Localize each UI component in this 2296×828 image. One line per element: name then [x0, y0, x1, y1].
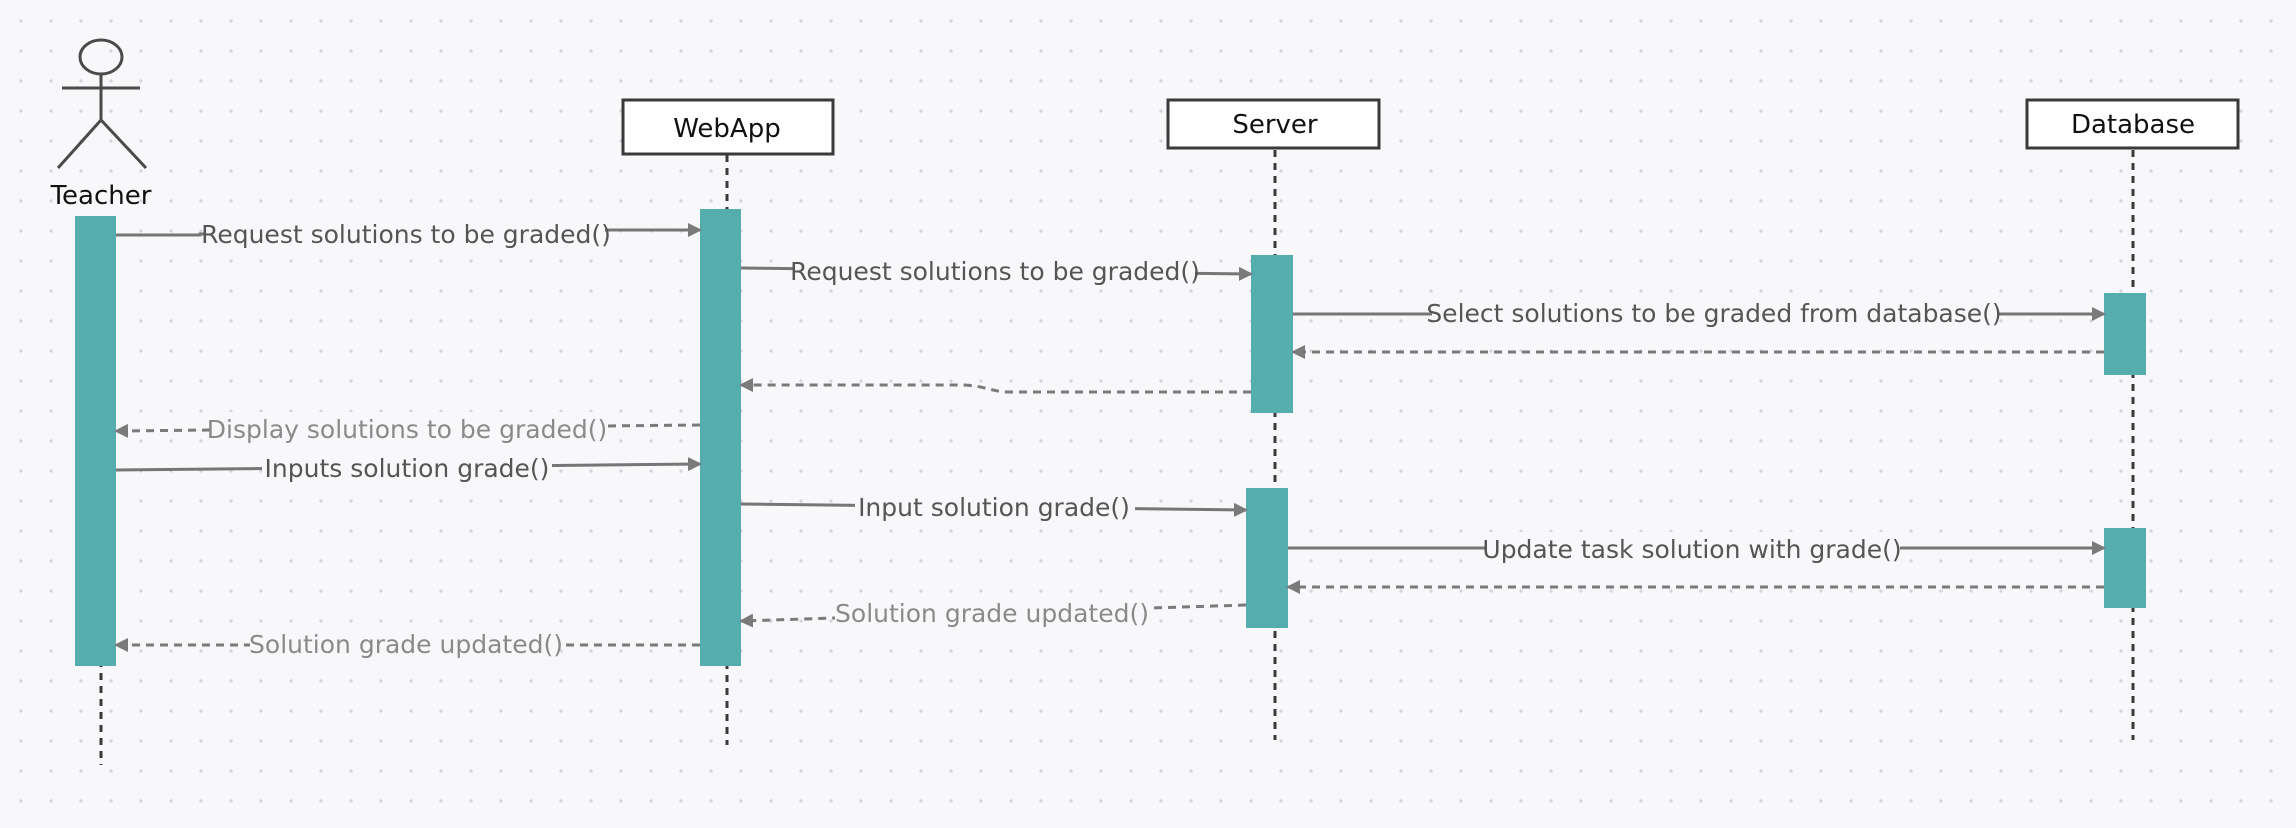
message-solution-grade-updated-2: Solution grade updated(): [114, 628, 700, 660]
webapp-participant[interactable]: WebApp: [621, 98, 835, 156]
database-activation-1: [2104, 293, 2146, 375]
message-inputs-solution-grade: Inputs solution grade(): [115, 452, 702, 484]
server-activation-2: [1246, 488, 1288, 628]
message-solution-grade-updated-1: Solution grade updated(): [739, 598, 1247, 630]
database-activation-2: [2104, 528, 2146, 608]
message-label: Display solutions to be graded(): [207, 415, 607, 444]
webapp-activation: [700, 209, 741, 666]
message-label: Solution grade updated(): [835, 599, 1149, 628]
message-display-solutions: Display solutions to be graded(): [114, 412, 701, 444]
stick-figure-icon: [56, 38, 148, 170]
message-label: Inputs solution grade(): [265, 454, 550, 483]
message-select-solutions: Select solutions to be graded from datab…: [1293, 298, 2106, 330]
message-request-solutions-1: Request solutions to be graded(): [116, 214, 702, 249]
teacher-label: Teacher: [50, 181, 152, 211]
message-label: Input solution grade(): [858, 493, 1130, 522]
message-request-solutions-2: Request solutions to be graded(): [740, 256, 1253, 288]
message-label: Request solutions to be graded(): [790, 257, 1200, 286]
message-input-solution-grade: Input solution grade(): [740, 490, 1248, 522]
server-activation-1: [1251, 255, 1293, 413]
server-participant[interactable]: Server: [1166, 98, 1381, 150]
webapp-label: WebApp: [673, 114, 780, 144]
teacher-actor[interactable]: Teacher: [50, 38, 152, 211]
message-label: Select solutions to be graded from datab…: [1426, 299, 2001, 328]
return-server-to-webapp-1: [739, 378, 1251, 394]
server-label: Server: [1232, 110, 1318, 140]
message-label: Request solutions to be graded(): [201, 220, 611, 249]
database-participant[interactable]: Database: [2025, 98, 2240, 150]
database-label: Database: [2071, 110, 2195, 140]
message-label: Solution grade updated(): [249, 630, 563, 659]
message-label: Update task solution with grade(): [1482, 535, 1901, 564]
message-update-task-solution: Update task solution with grade(): [1288, 532, 2106, 564]
teacher-activation: [75, 216, 116, 666]
